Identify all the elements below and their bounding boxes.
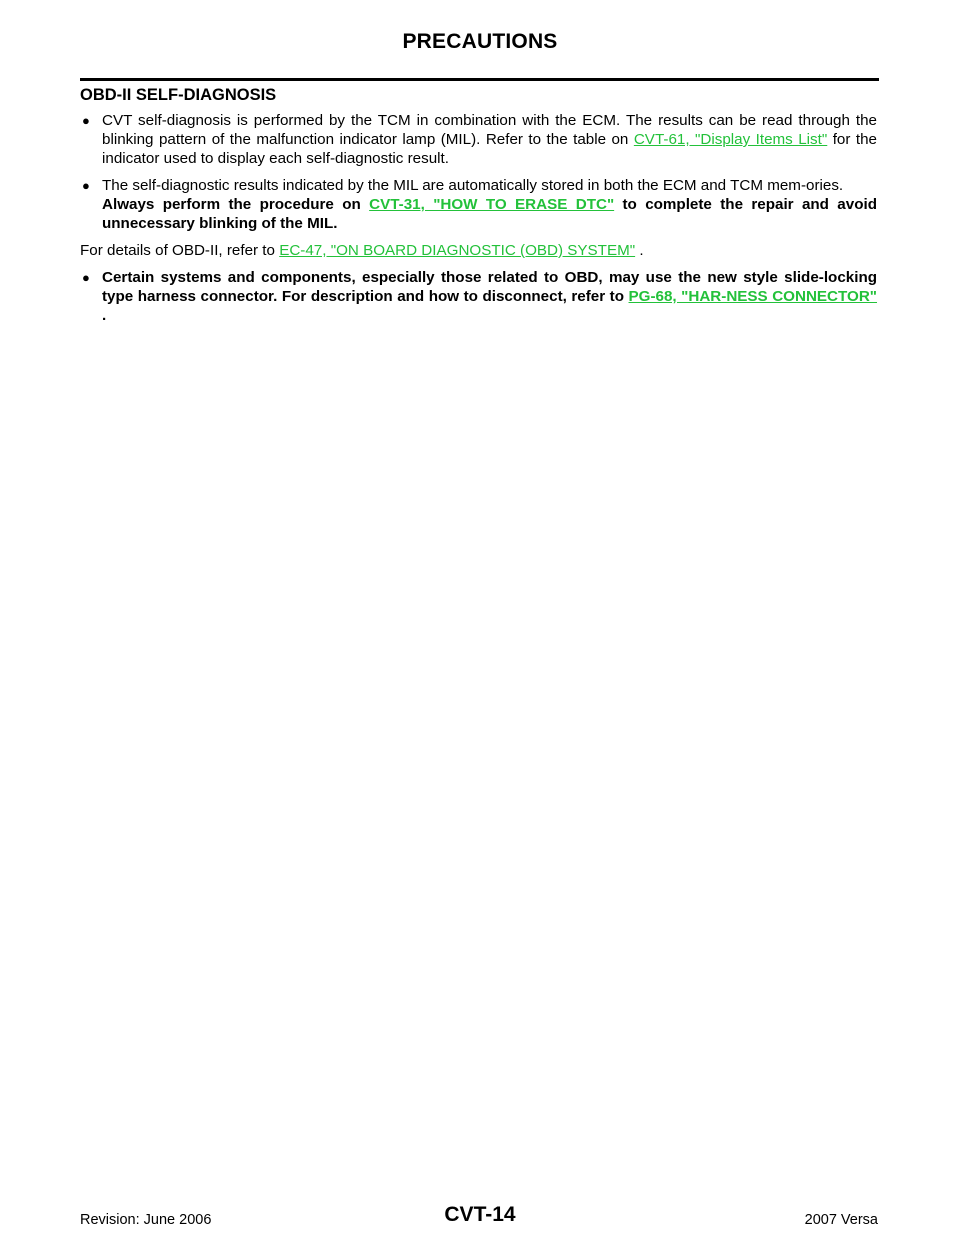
xref-link-ec-47[interactable]: EC-47, "ON BOARD DIAGNOSTIC (OBD) SYSTEM… xyxy=(279,242,636,259)
bullet-item-3: ● Certain systems and components, especi… xyxy=(80,268,877,325)
warning-text: to complete the repair and avoid unneces… xyxy=(102,196,877,232)
xref-link-cvt-61[interactable]: CVT-61, "Display Items List" xyxy=(633,131,828,148)
bullet-item-2: ● The self-diagnostic results indicated … xyxy=(80,176,877,233)
obd-reference-paragraph: For details of OBD-II, refer to EC-47, "… xyxy=(80,241,877,260)
bullet-item-1: ● CVT self-diagnosis is performed by the… xyxy=(80,111,877,168)
paragraph-text: . xyxy=(635,242,644,259)
page-content: OBD-II SELF-DIAGNOSIS ● CVT self-diagnos… xyxy=(80,86,877,333)
footer-revision: Revision: June 2006 xyxy=(80,1212,212,1228)
bullet-text: for the indicator used to display each s… xyxy=(102,131,878,167)
warning-text: Always perform the procedure on xyxy=(102,196,370,213)
bullet-text: CVT self-diagnosis is performed by the T… xyxy=(102,112,877,148)
page-title: PRECAUTIONS xyxy=(402,30,558,53)
footer-page-code: CVT-14 xyxy=(444,1203,516,1226)
xref-link-cvt-31[interactable]: CVT-31, "HOW TO ERASE DTC" xyxy=(369,196,615,213)
bullet-text: The self-diagnostic results indicated by… xyxy=(102,177,844,194)
bullet-icon: ● xyxy=(82,178,90,193)
footer-model: 2007 Versa xyxy=(804,1212,878,1228)
bullet-text: Certain systems and components, especial… xyxy=(102,269,877,305)
bullet-icon: ● xyxy=(82,113,90,128)
xref-link-pg-68[interactable]: PG-68, "HAR-NESS CONNECTOR" xyxy=(628,288,878,305)
section-heading: OBD-II SELF-DIAGNOSIS xyxy=(80,86,277,104)
bullet-icon: ● xyxy=(82,270,90,285)
header-rule xyxy=(80,78,879,81)
bullet-text: . xyxy=(102,307,107,324)
paragraph-text: For details of OBD-II, refer to xyxy=(80,242,280,259)
